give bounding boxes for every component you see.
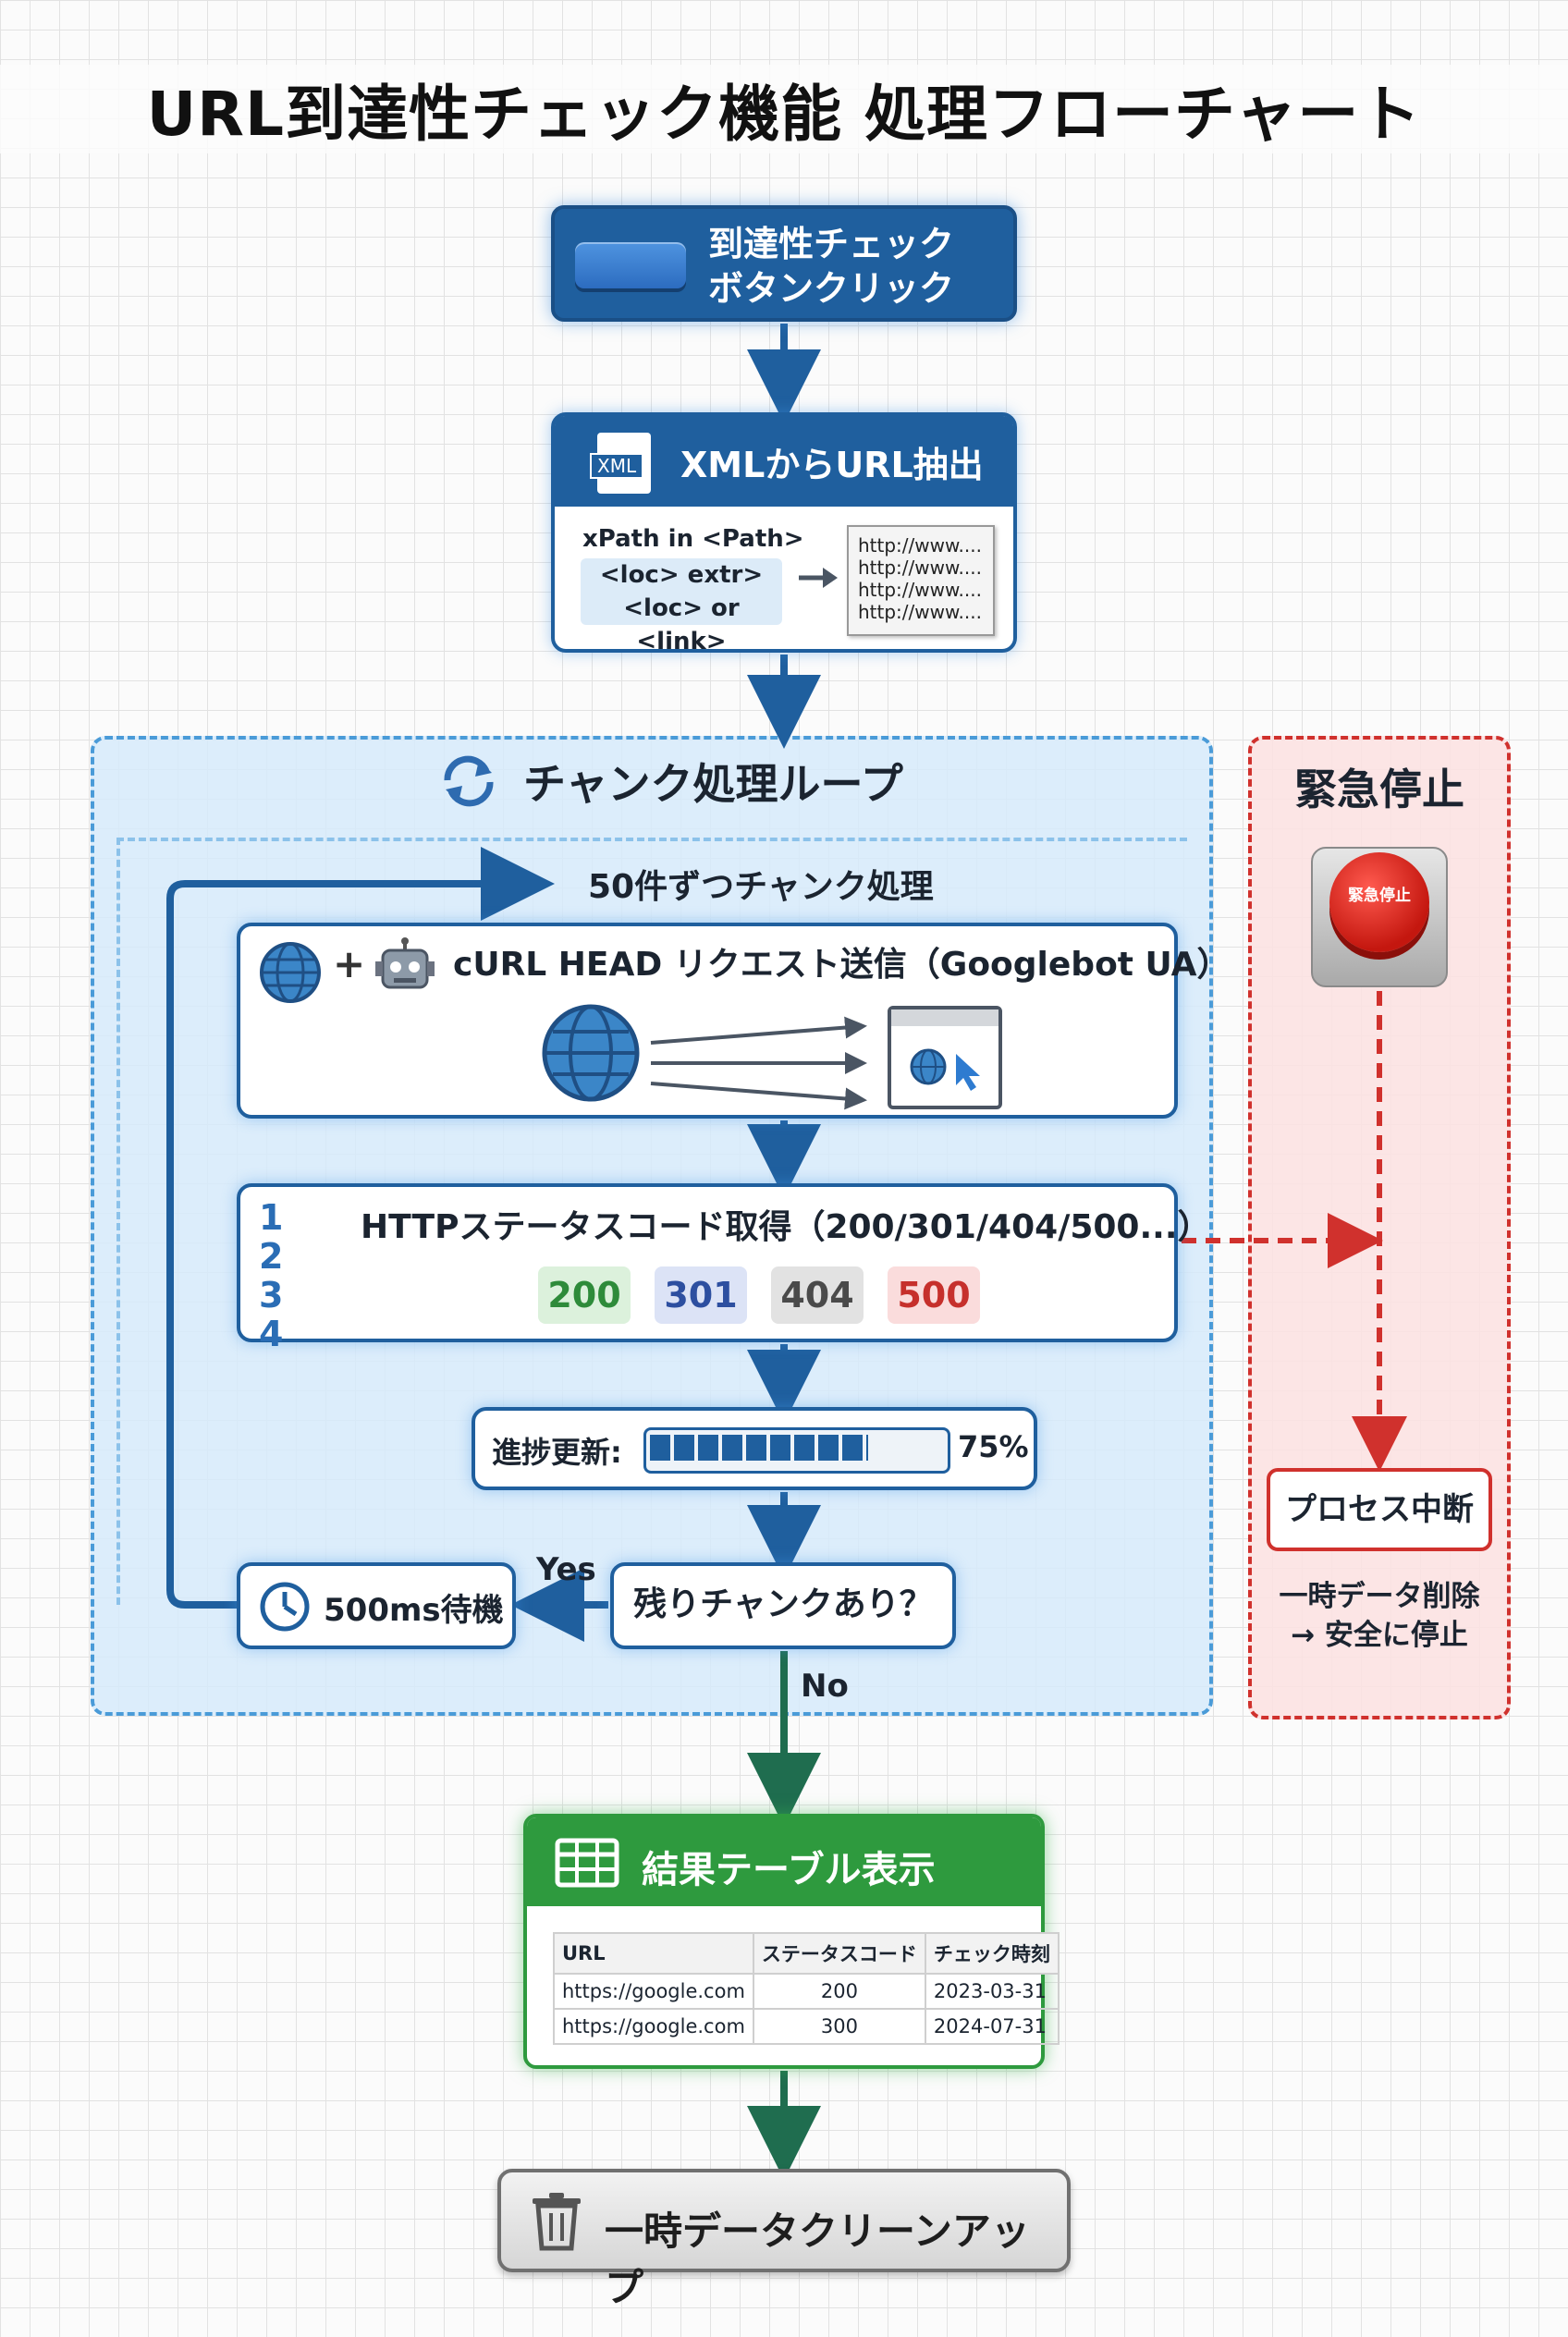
step-button-line1: 到達性チェック: [708, 224, 955, 264]
status-badge-500: 500: [888, 1266, 980, 1324]
note-line2: → 安全に停止: [1291, 1619, 1468, 1652]
xml-file-icon: XML: [590, 433, 651, 494]
progress-bar: [643, 1427, 950, 1474]
wait-step: 500ms待機: [237, 1562, 516, 1649]
loop-title: チャンク処理ループ: [523, 759, 903, 809]
cleanup-label: 一時データクリーンアップ: [605, 2209, 1030, 2310]
globe-icon: [260, 942, 321, 1003]
status-badge-200: 200: [538, 1266, 631, 1324]
progress-label: 進捗更新:: [492, 1435, 622, 1470]
cell-status: 200: [752, 1973, 926, 2010]
clock-icon: [260, 1582, 310, 1632]
step-xml-title: XMLからURL抽出: [680, 445, 984, 485]
url-item: http://www....: [858, 601, 982, 623]
status-title: HTTPステータスコード取得（200/301/404/500...）: [361, 1208, 1211, 1246]
arrow-right-icon: [799, 568, 838, 588]
url-item: http://www....: [858, 557, 982, 579]
step-button-line2: ボタンクリック: [708, 268, 955, 309]
note-line1: 一時データ削除: [1279, 1580, 1480, 1613]
status-code-step: 1 2 3 4 HTTPステータスコード取得（200/301/404/500..…: [237, 1183, 1211, 1353]
numbers-icon: 1 2 3 4: [259, 1197, 289, 1354]
progress-percent: 75%: [958, 1429, 1029, 1464]
request-arrows-icon: [650, 1016, 867, 1110]
url-list-document: http://www.... http://www.... http://www…: [847, 525, 995, 636]
cell-time: 2023-03-31: [924, 1973, 1060, 2010]
decision-remaining-chunks: 残りチャンクあり？: [610, 1562, 956, 1649]
xpath-line2: <loc> extr>: [599, 561, 764, 589]
url-item: http://www....: [858, 579, 982, 601]
trash-icon: [533, 2193, 581, 2251]
result-header: 結果テーブル表示: [527, 1817, 1041, 1906]
table-row: https://google.com 300 2024-07-31: [553, 2008, 1060, 2045]
curl-request-step: + cURL HEAD リクエスト送信（Googlebot UA）: [237, 923, 1231, 1119]
result-title: 結果テーブル表示: [642, 1849, 936, 1891]
table-icon: [555, 1838, 619, 1888]
col-time: チェック時刻: [924, 1932, 1060, 1975]
curl-title: cURL HEAD リクエスト送信（Googlebot UA）: [453, 946, 1231, 984]
status-badge-404: 404: [771, 1266, 864, 1324]
progress-bar-fill: [650, 1435, 868, 1461]
emergency-title: 緊急停止: [1294, 765, 1464, 814]
wait-label: 500ms待機: [324, 1592, 504, 1629]
cell-url: https://google.com: [553, 2008, 754, 2045]
process-abort-box: プロセス中断: [1267, 1468, 1492, 1551]
xpath-line1: xPath in <Path>: [582, 525, 804, 553]
status-badge-301: 301: [655, 1266, 747, 1324]
table-header-row: URL ステータスコード チェック時刻: [553, 1932, 1060, 1975]
emergency-stop-button[interactable]: 緊急停止: [1329, 852, 1429, 952]
xpath-highlight: <loc> extr> <loc> or <link>: [581, 558, 782, 655]
chunk-inner-frame: [116, 838, 1187, 1605]
cleanup-step: 一時データクリーンアップ: [497, 2169, 1071, 2310]
table-row: https://google.com 200 2023-03-31: [553, 1973, 1060, 2010]
cell-status: 300: [752, 2008, 926, 2045]
button-icon: [575, 242, 686, 288]
progress-update-step: 進捗更新: 75%: [472, 1407, 1037, 1490]
robot-icon: [375, 937, 435, 989]
cell-time: 2024-07-31: [924, 2008, 1060, 2045]
no-label: No: [801, 1668, 849, 1705]
arrow-loop-back: [166, 847, 555, 1609]
plus-icon: +: [333, 941, 366, 986]
xpath-line3: <loc> or <link>: [623, 594, 740, 655]
url-item: http://www....: [858, 534, 982, 557]
page-title: URL到達性チェック機能 処理フローチャート: [0, 65, 1568, 153]
process-abort-note: 一時データ削除 → 安全に停止: [1248, 1577, 1511, 1655]
col-url: URL: [553, 1932, 754, 1975]
step-xml-header: XML XMLからURL抽出: [555, 416, 1013, 507]
chunk-label: 50件ずつチャンク処理: [588, 868, 934, 906]
browser-window-icon: [888, 1006, 1002, 1109]
result-table-step: 結果テーブル表示 URL ステータスコード チェック時刻 https://goo…: [523, 1814, 1060, 2069]
step-button-click: 到達性チェック ボタンクリック: [551, 205, 1017, 322]
result-table: URL ステータスコード チェック時刻 https://google.com 2…: [553, 1932, 1060, 2045]
col-status: ステータスコード: [752, 1932, 926, 1975]
step-xml-extract: XML XMLからURL抽出 xPath in <Path> <loc> ext…: [551, 412, 1017, 655]
cell-url: https://google.com: [553, 1973, 754, 2010]
globe-icon: [542, 1004, 640, 1102]
yes-label: Yes: [536, 1551, 596, 1588]
refresh-icon: [444, 755, 494, 807]
